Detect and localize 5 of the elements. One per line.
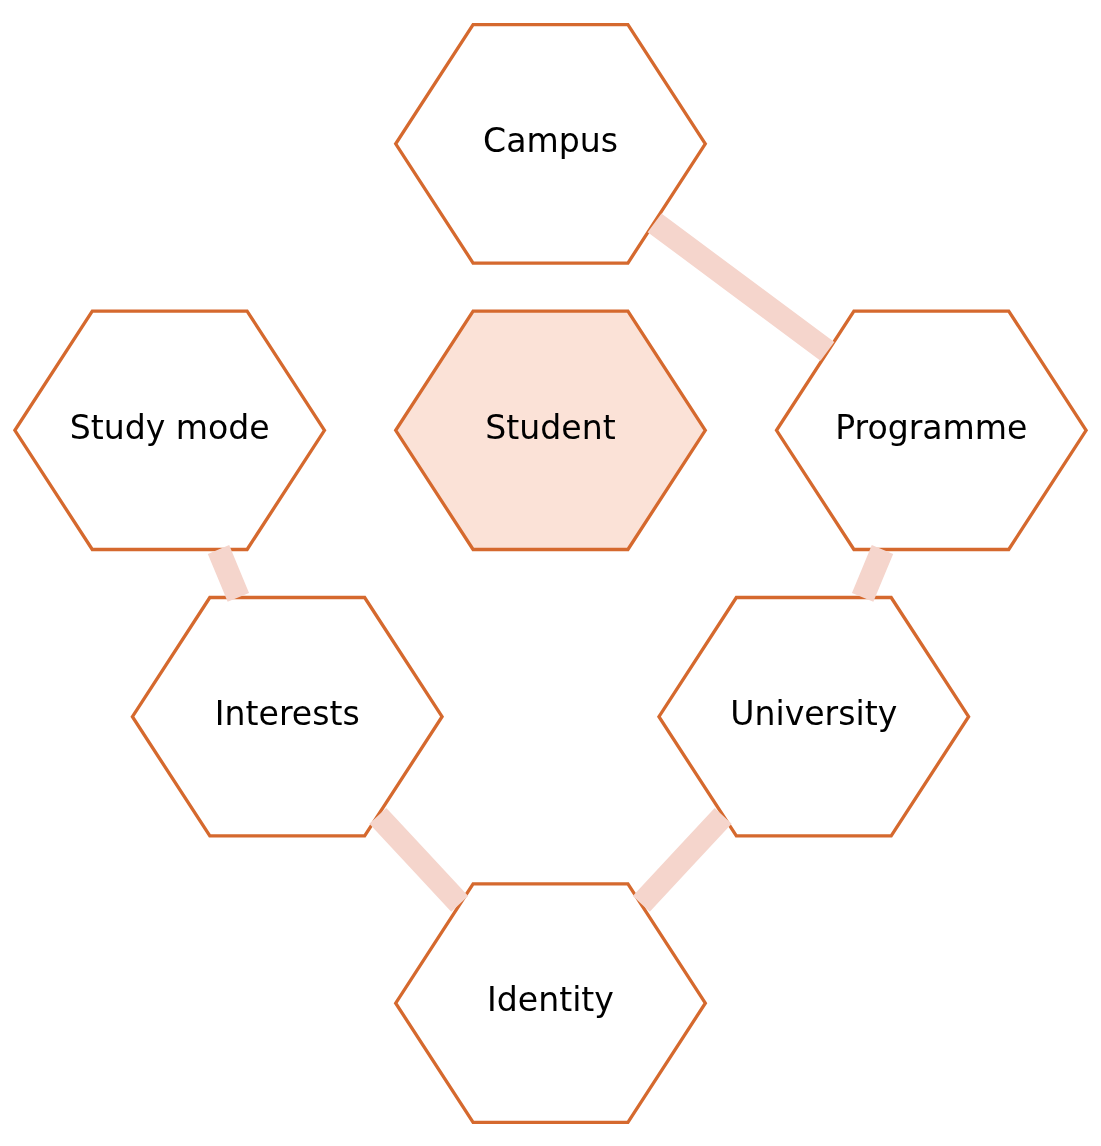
connector [207,544,250,602]
connector [851,544,894,602]
connector [647,213,835,361]
connector [369,807,469,912]
connector [632,807,732,912]
